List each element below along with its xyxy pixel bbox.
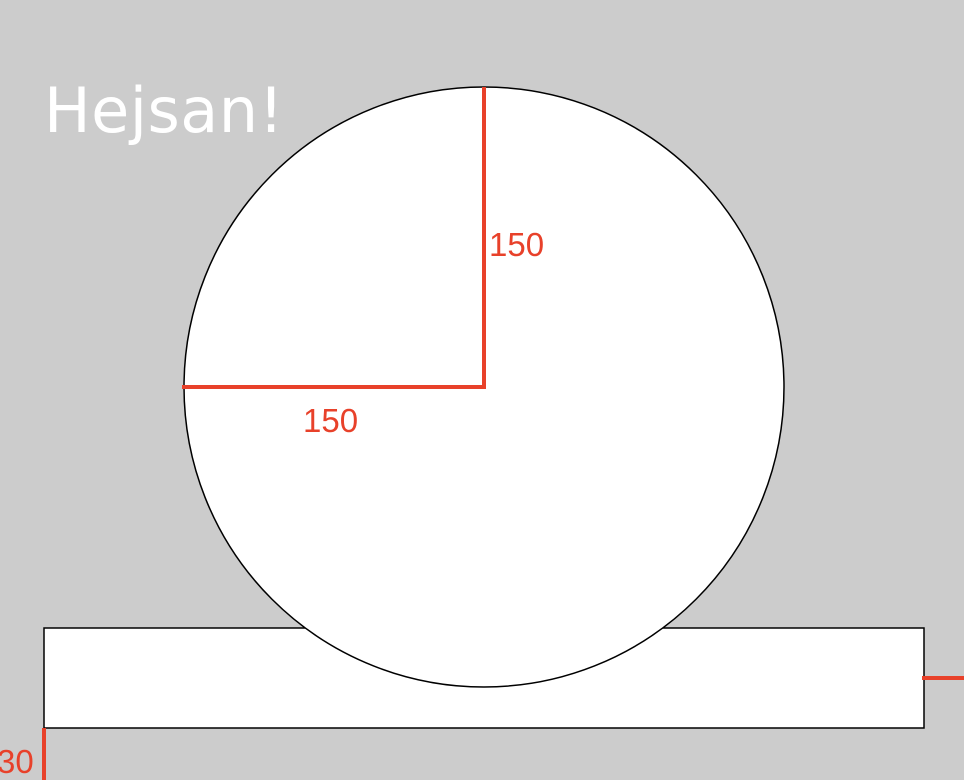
horizontal-radius-label: 150	[303, 402, 358, 439]
vertical-radius-label: 150	[489, 226, 544, 263]
greeting-text: Hejsan!	[44, 74, 284, 147]
bottom-left-label: 30	[0, 743, 34, 780]
